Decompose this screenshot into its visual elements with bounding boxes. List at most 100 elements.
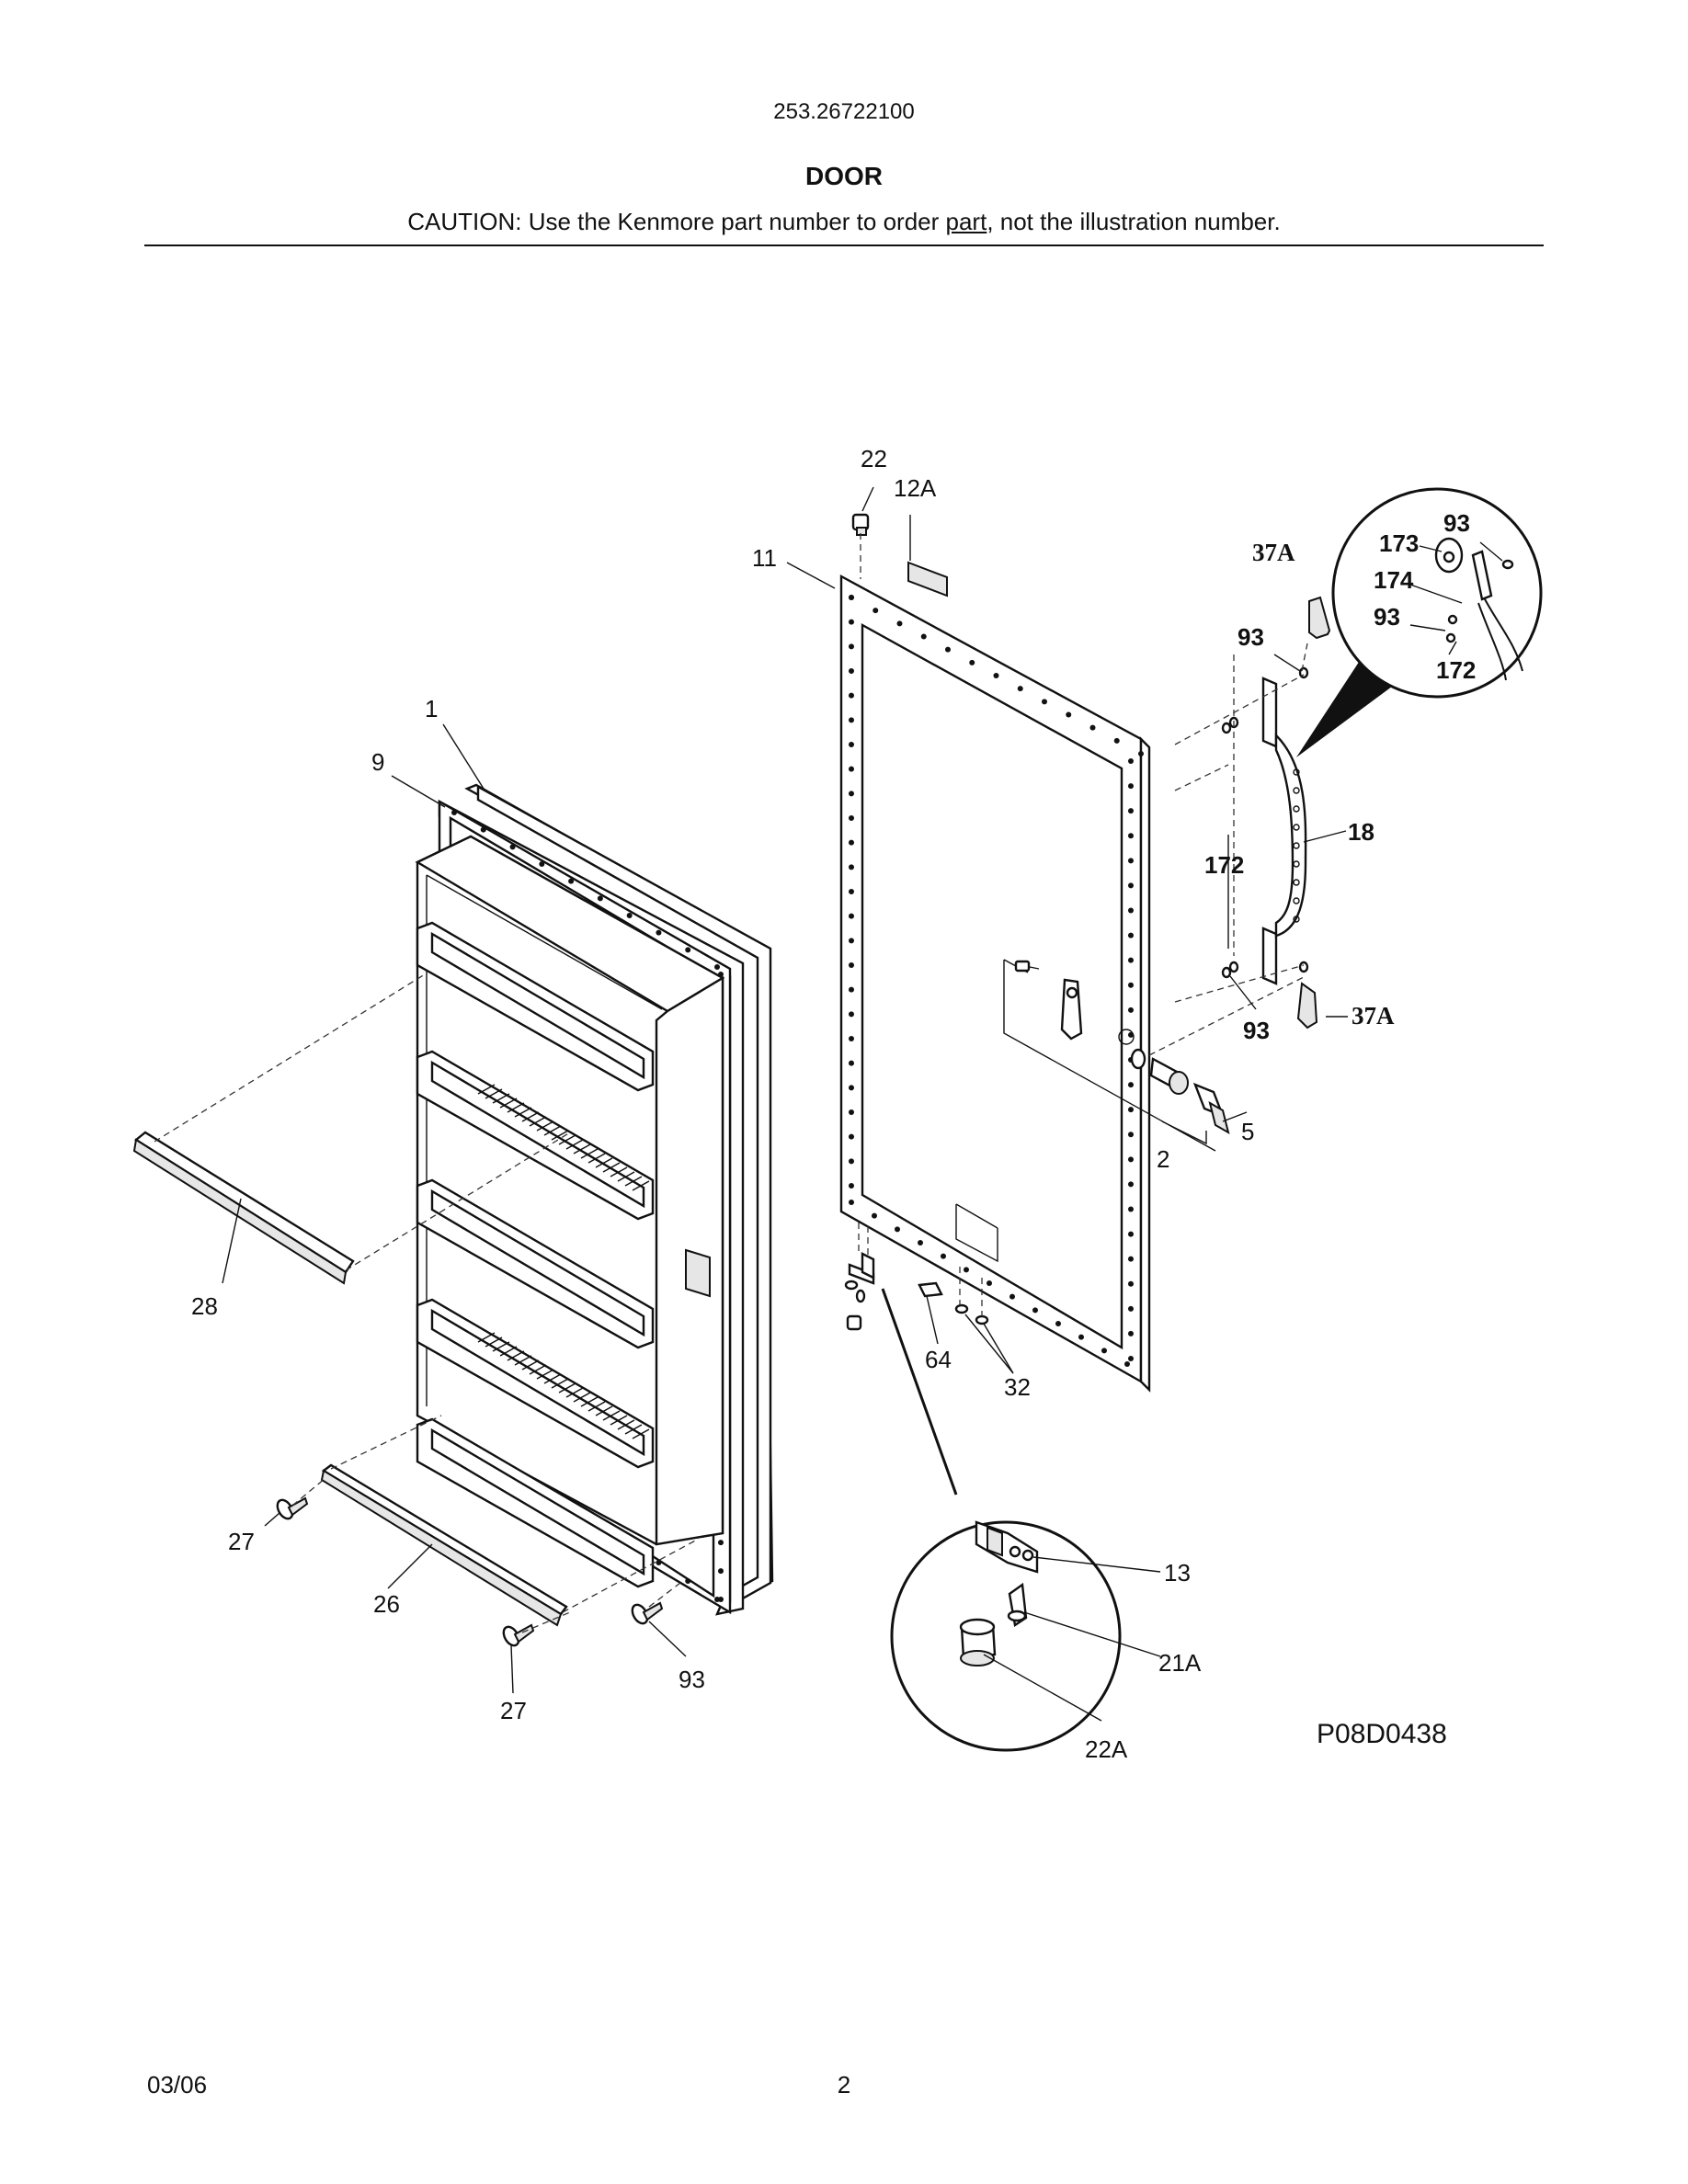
caution-note: CAUTION: Use the Kenmore part number to … (0, 208, 1688, 236)
panel-hole (849, 717, 854, 723)
liner-hole (568, 878, 575, 884)
panel-hole (1128, 1256, 1134, 1262)
panel-hole (849, 839, 854, 846)
panel-hole (1009, 1293, 1015, 1300)
liner-hole (718, 1568, 724, 1575)
handle-hole (1293, 805, 1300, 813)
door-shelf (416, 921, 655, 1092)
panel-hole (1113, 737, 1120, 744)
handle-hole (1293, 879, 1300, 886)
panel-hole (849, 962, 854, 968)
panel-hole (849, 1060, 854, 1066)
panel-hole (1089, 724, 1096, 731)
callout-37a-bottom: 37A (1352, 1002, 1395, 1029)
callout-13: 13 (1164, 1559, 1191, 1587)
panel-hole (849, 692, 854, 699)
liner-hole (718, 1540, 724, 1546)
callout-93-detail-lower: 93 (1374, 603, 1400, 631)
panel-hole (849, 742, 854, 747)
handle-hole (1293, 897, 1300, 904)
caution-prefix: CAUTION: Use the Kenmore part number to … (407, 208, 946, 235)
liner-hole (656, 1560, 662, 1565)
panel-hole (1128, 1181, 1134, 1188)
door-handle-18 (1261, 677, 1307, 985)
panel-hole (1128, 808, 1134, 814)
panel-hole (872, 1212, 877, 1219)
panel-hole (1032, 1307, 1038, 1314)
panel-hole (945, 646, 951, 653)
panel-hole (1128, 907, 1134, 914)
panel-hole (1128, 1231, 1134, 1237)
panel-hole (1128, 1330, 1134, 1337)
panel-hole (918, 1240, 923, 1246)
panel-hole (896, 620, 903, 627)
panel-hole (849, 791, 854, 797)
callout-172-detail: 172 (1436, 656, 1476, 684)
handle-hole (1293, 842, 1300, 849)
panel-hole (849, 643, 854, 650)
screw-27-lower (502, 1623, 535, 1647)
callout-labels: 22 12A 11 1 9 28 27 26 27 93 64 32 2 5 1… (191, 445, 1476, 1763)
liner-hole (714, 964, 720, 970)
panel-hole (1128, 1007, 1134, 1013)
panel-hole (849, 913, 854, 919)
section-title: DOOR (805, 162, 883, 190)
callout-2: 2 (1157, 1145, 1169, 1173)
panel-hole (873, 608, 879, 614)
panel-hole (1017, 686, 1023, 692)
callout-93-detail-upper: 93 (1443, 509, 1470, 537)
panel-hole (849, 889, 854, 894)
callout-93-bottom: 93 (679, 1666, 705, 1693)
caution-suffix: , not the illustration number. (987, 208, 1281, 235)
header-divider (144, 245, 1544, 246)
callout-26: 26 (373, 1590, 400, 1618)
liner-hole (685, 947, 691, 953)
lock-key-5 (1192, 1082, 1230, 1135)
liner-hole (714, 1597, 720, 1602)
endcap-37a-bottom (1296, 982, 1318, 1029)
panel-hole (993, 673, 999, 678)
panel-hole (1128, 1107, 1134, 1113)
callout-173: 173 (1379, 529, 1419, 557)
panel-hole (1128, 1132, 1134, 1138)
panel-hole (920, 633, 927, 640)
handle-hole (1293, 787, 1300, 794)
door-shelf (416, 1050, 655, 1221)
callout-22a: 22A (1085, 1735, 1128, 1763)
liner-hole (539, 861, 545, 867)
panel-hole (849, 1183, 854, 1189)
panel-hole (849, 668, 854, 674)
callout-22: 22 (861, 445, 887, 472)
callout-18: 18 (1348, 818, 1374, 846)
label-12a (907, 561, 948, 597)
panel-hole (849, 864, 854, 870)
panel-hole (1078, 1334, 1084, 1340)
handle-hole (1293, 916, 1300, 923)
panel-hole (1128, 932, 1134, 938)
panel-hole (849, 1011, 854, 1018)
callout-172: 172 (1204, 851, 1244, 879)
callout-12a: 12A (894, 474, 937, 502)
panel-hole (1128, 858, 1134, 864)
callout-32: 32 (1004, 1373, 1031, 1401)
hinge-detail-magnifier (881, 1288, 1122, 1752)
endcap-37a-top (1308, 596, 1331, 640)
panel-hole (941, 1253, 946, 1259)
liner-hole (685, 1578, 691, 1584)
panel-hole (1128, 982, 1134, 988)
callout-1: 1 (425, 695, 438, 722)
panel-hole (849, 1085, 854, 1091)
panel-hole (1055, 1321, 1061, 1326)
panel-hole (849, 1200, 854, 1205)
callout-27-upper: 27 (228, 1528, 255, 1555)
panel-hole (1128, 882, 1134, 889)
outer-door-panel (839, 574, 1216, 1393)
panel-hole (1128, 1305, 1134, 1312)
door-shelf (416, 1178, 655, 1349)
callout-11: 11 (752, 544, 777, 572)
liner-hole (626, 913, 633, 918)
callout-27-lower: 27 (500, 1697, 527, 1724)
liner-hole (451, 810, 457, 815)
panel-hole (849, 766, 854, 772)
panel-hole (1128, 957, 1134, 963)
